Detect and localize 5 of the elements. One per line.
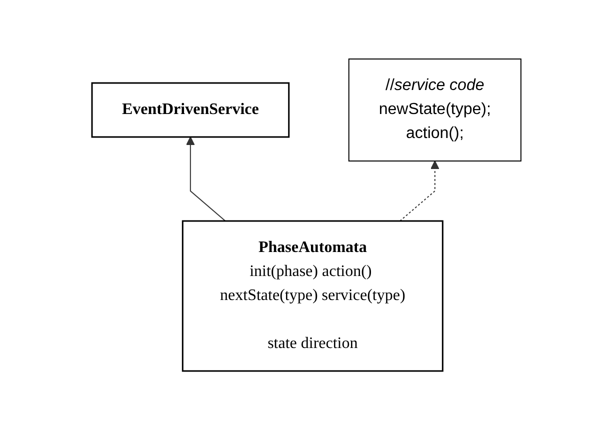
arrow bbox=[400, 160, 440, 221]
arrow bbox=[186, 136, 226, 221]
node-box: PhaseAutomata init(phase) action() nextState(type) service(type) state direction bbox=[182, 220, 444, 372]
node-box: //service code newState(type); action(); bbox=[348, 58, 522, 161]
node-box: EventDrivenService bbox=[91, 82, 290, 138]
